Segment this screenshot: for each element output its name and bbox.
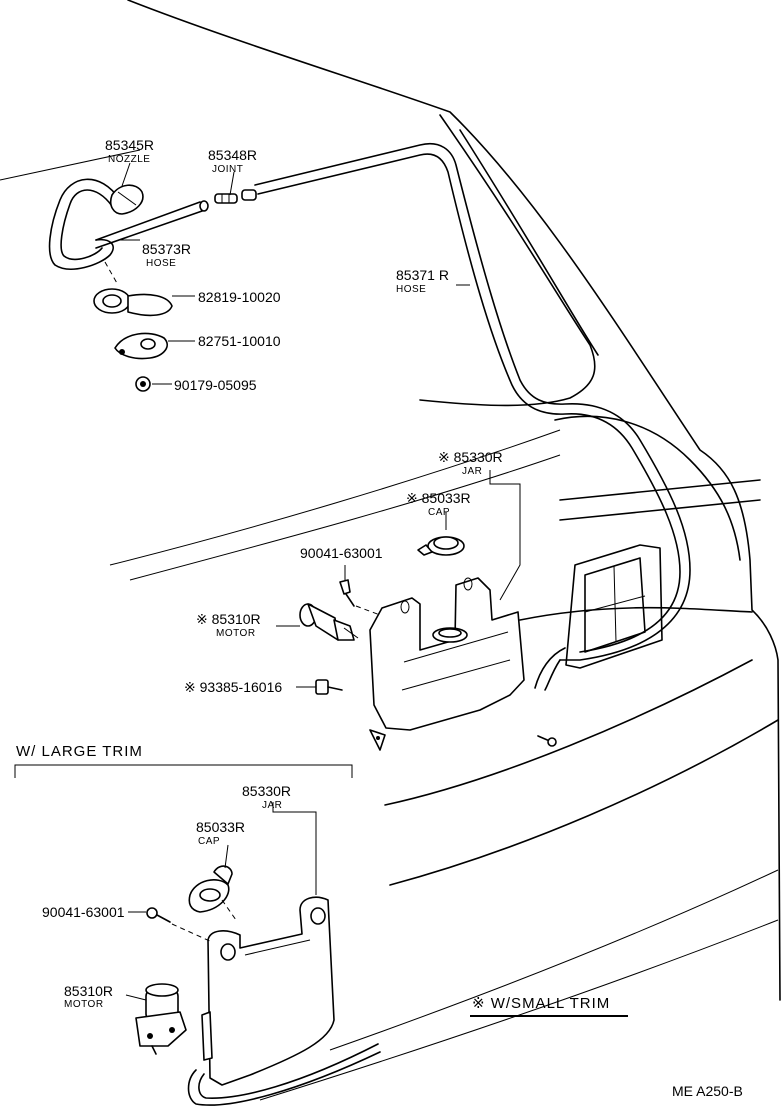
motor-85310r-small xyxy=(299,603,359,641)
screw-large xyxy=(146,907,213,943)
label-large-jar: JAR xyxy=(262,800,282,811)
label-90179: 90179-05095 xyxy=(174,377,257,393)
grommet-93385 xyxy=(315,679,343,695)
joint-85348r xyxy=(214,189,257,204)
label-large-85310r: 85310R xyxy=(64,983,113,999)
label-85371r: 85371 R xyxy=(396,267,449,283)
label-large-motor: MOTOR xyxy=(64,999,104,1010)
motor-large xyxy=(135,983,187,1055)
large-trim-bracket xyxy=(14,764,353,778)
label-85345r: 85345R xyxy=(105,137,154,153)
label-85348r: 85348R xyxy=(208,147,257,163)
label-large-85330r: 85330R xyxy=(242,783,291,799)
tail-lamp xyxy=(565,544,663,669)
bracket-82751 xyxy=(114,332,168,360)
label-82819: 82819-10020 xyxy=(198,289,281,305)
label-85373r: 85373R xyxy=(142,241,191,257)
leader-lines xyxy=(118,162,628,1017)
grommet-82819 xyxy=(93,261,173,317)
diagram-code: ME A250-B xyxy=(672,1083,743,1099)
washer-jar-small xyxy=(369,577,525,751)
washer-jar-large xyxy=(187,896,381,1106)
hose-85371r xyxy=(254,143,691,691)
label-large-85033r: 85033R xyxy=(196,819,245,835)
label-large-cap: CAP xyxy=(198,836,220,847)
cap-85033r xyxy=(417,536,465,556)
legend-small-trim: ※ W/SMALL TRIM xyxy=(472,995,610,1012)
label-motor: MOTOR xyxy=(216,628,256,639)
label-85033r: ※ 85033R xyxy=(406,490,471,506)
label-large-90041: 90041-63001 xyxy=(42,904,125,920)
label-jar: JAR xyxy=(462,466,482,477)
label-hose-85373r: HOSE xyxy=(146,258,176,269)
label-93385: ※ 93385-16016 xyxy=(184,679,282,695)
label-nozzle: NOZZLE xyxy=(108,154,150,165)
label-cap: CAP xyxy=(428,507,450,518)
nut-90179 xyxy=(135,376,151,392)
label-85310r: ※ 85310R xyxy=(196,611,261,627)
labels: 85345R NOZZLE 85348R JOINT 85373R HOSE 8… xyxy=(16,137,743,1099)
label-hose-85371r: HOSE xyxy=(396,284,426,295)
nozzle-assembly xyxy=(48,178,209,270)
bolt-small xyxy=(537,735,557,747)
label-joint: JOINT xyxy=(212,164,243,175)
label-82751: 82751-10010 xyxy=(198,333,281,349)
label-85330r: ※ 85330R xyxy=(438,449,503,465)
label-90041: 90041-63001 xyxy=(300,545,383,561)
cap-large xyxy=(188,865,237,921)
screw-90041-small xyxy=(339,579,381,616)
label-large-trim-title: W/ LARGE TRIM xyxy=(16,743,143,760)
